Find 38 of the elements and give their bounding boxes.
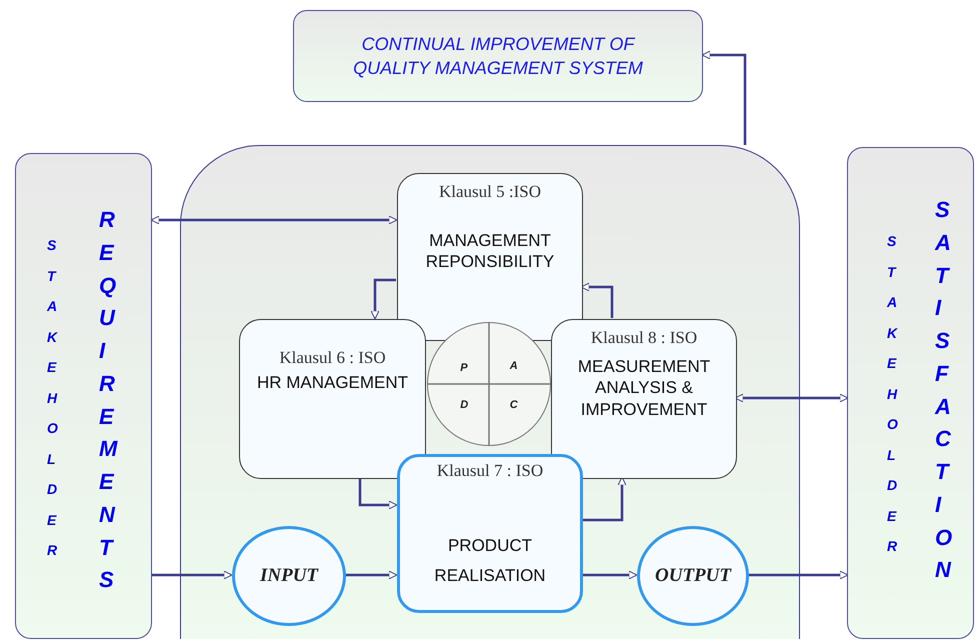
clause-box (397, 173, 583, 341)
improvement-box (293, 10, 703, 102)
pdca-letter: D (460, 399, 468, 412)
vertical-heading: REQUIREMENTS (99, 206, 128, 594)
process-label: INPUT (258, 565, 320, 587)
clause-title: PRODUCT REALISATION (433, 535, 547, 587)
block-arrow (152, 570, 232, 580)
vertical-label: STAKEHOLDER (887, 232, 906, 556)
block-arrow (150, 216, 398, 224)
clause-number: Klausul 6 : ISO (278, 348, 387, 368)
clause-number: Klausul 8 : ISO (590, 328, 698, 348)
clause-box (239, 319, 426, 479)
stakeholder-panel (15, 153, 152, 639)
pdca-letter: C (510, 399, 518, 412)
pdca-letter: A (510, 360, 518, 372)
title-text: CONTINUAL IMPROVEMENT OF QUALITY MANAGEMENT SYSTEM (352, 32, 644, 80)
block-arrow (702, 50, 746, 145)
process-label: OUTPUT (654, 565, 732, 587)
pdca-letter: P (460, 362, 468, 374)
block-arrow (582, 570, 638, 580)
vertical-label: STAKEHOLDER (47, 236, 66, 560)
stakeholder-panel (847, 147, 974, 639)
clause-number: Klausul 7 : ISO (436, 461, 544, 481)
clause-number: Klausul 5 :ISO (438, 182, 542, 202)
block-arrow (370, 278, 396, 320)
clause-title: HR MANAGEMENT (256, 372, 410, 394)
block-arrow (358, 478, 398, 510)
clause-box (397, 454, 583, 613)
clause-title: MEASUREMENT ANALYSIS & IMPROVEMENT (576, 356, 712, 420)
clause-title: MANAGEMENT REPONSIBILITY (424, 230, 556, 272)
clause-box (551, 319, 737, 479)
block-arrow (748, 570, 848, 580)
block-arrow (345, 570, 398, 580)
qms-container (180, 145, 800, 639)
block-arrow (582, 476, 626, 522)
block-arrow (580, 282, 614, 318)
block-arrow (734, 394, 848, 402)
vertical-heading: SATISFACTION (935, 196, 964, 584)
